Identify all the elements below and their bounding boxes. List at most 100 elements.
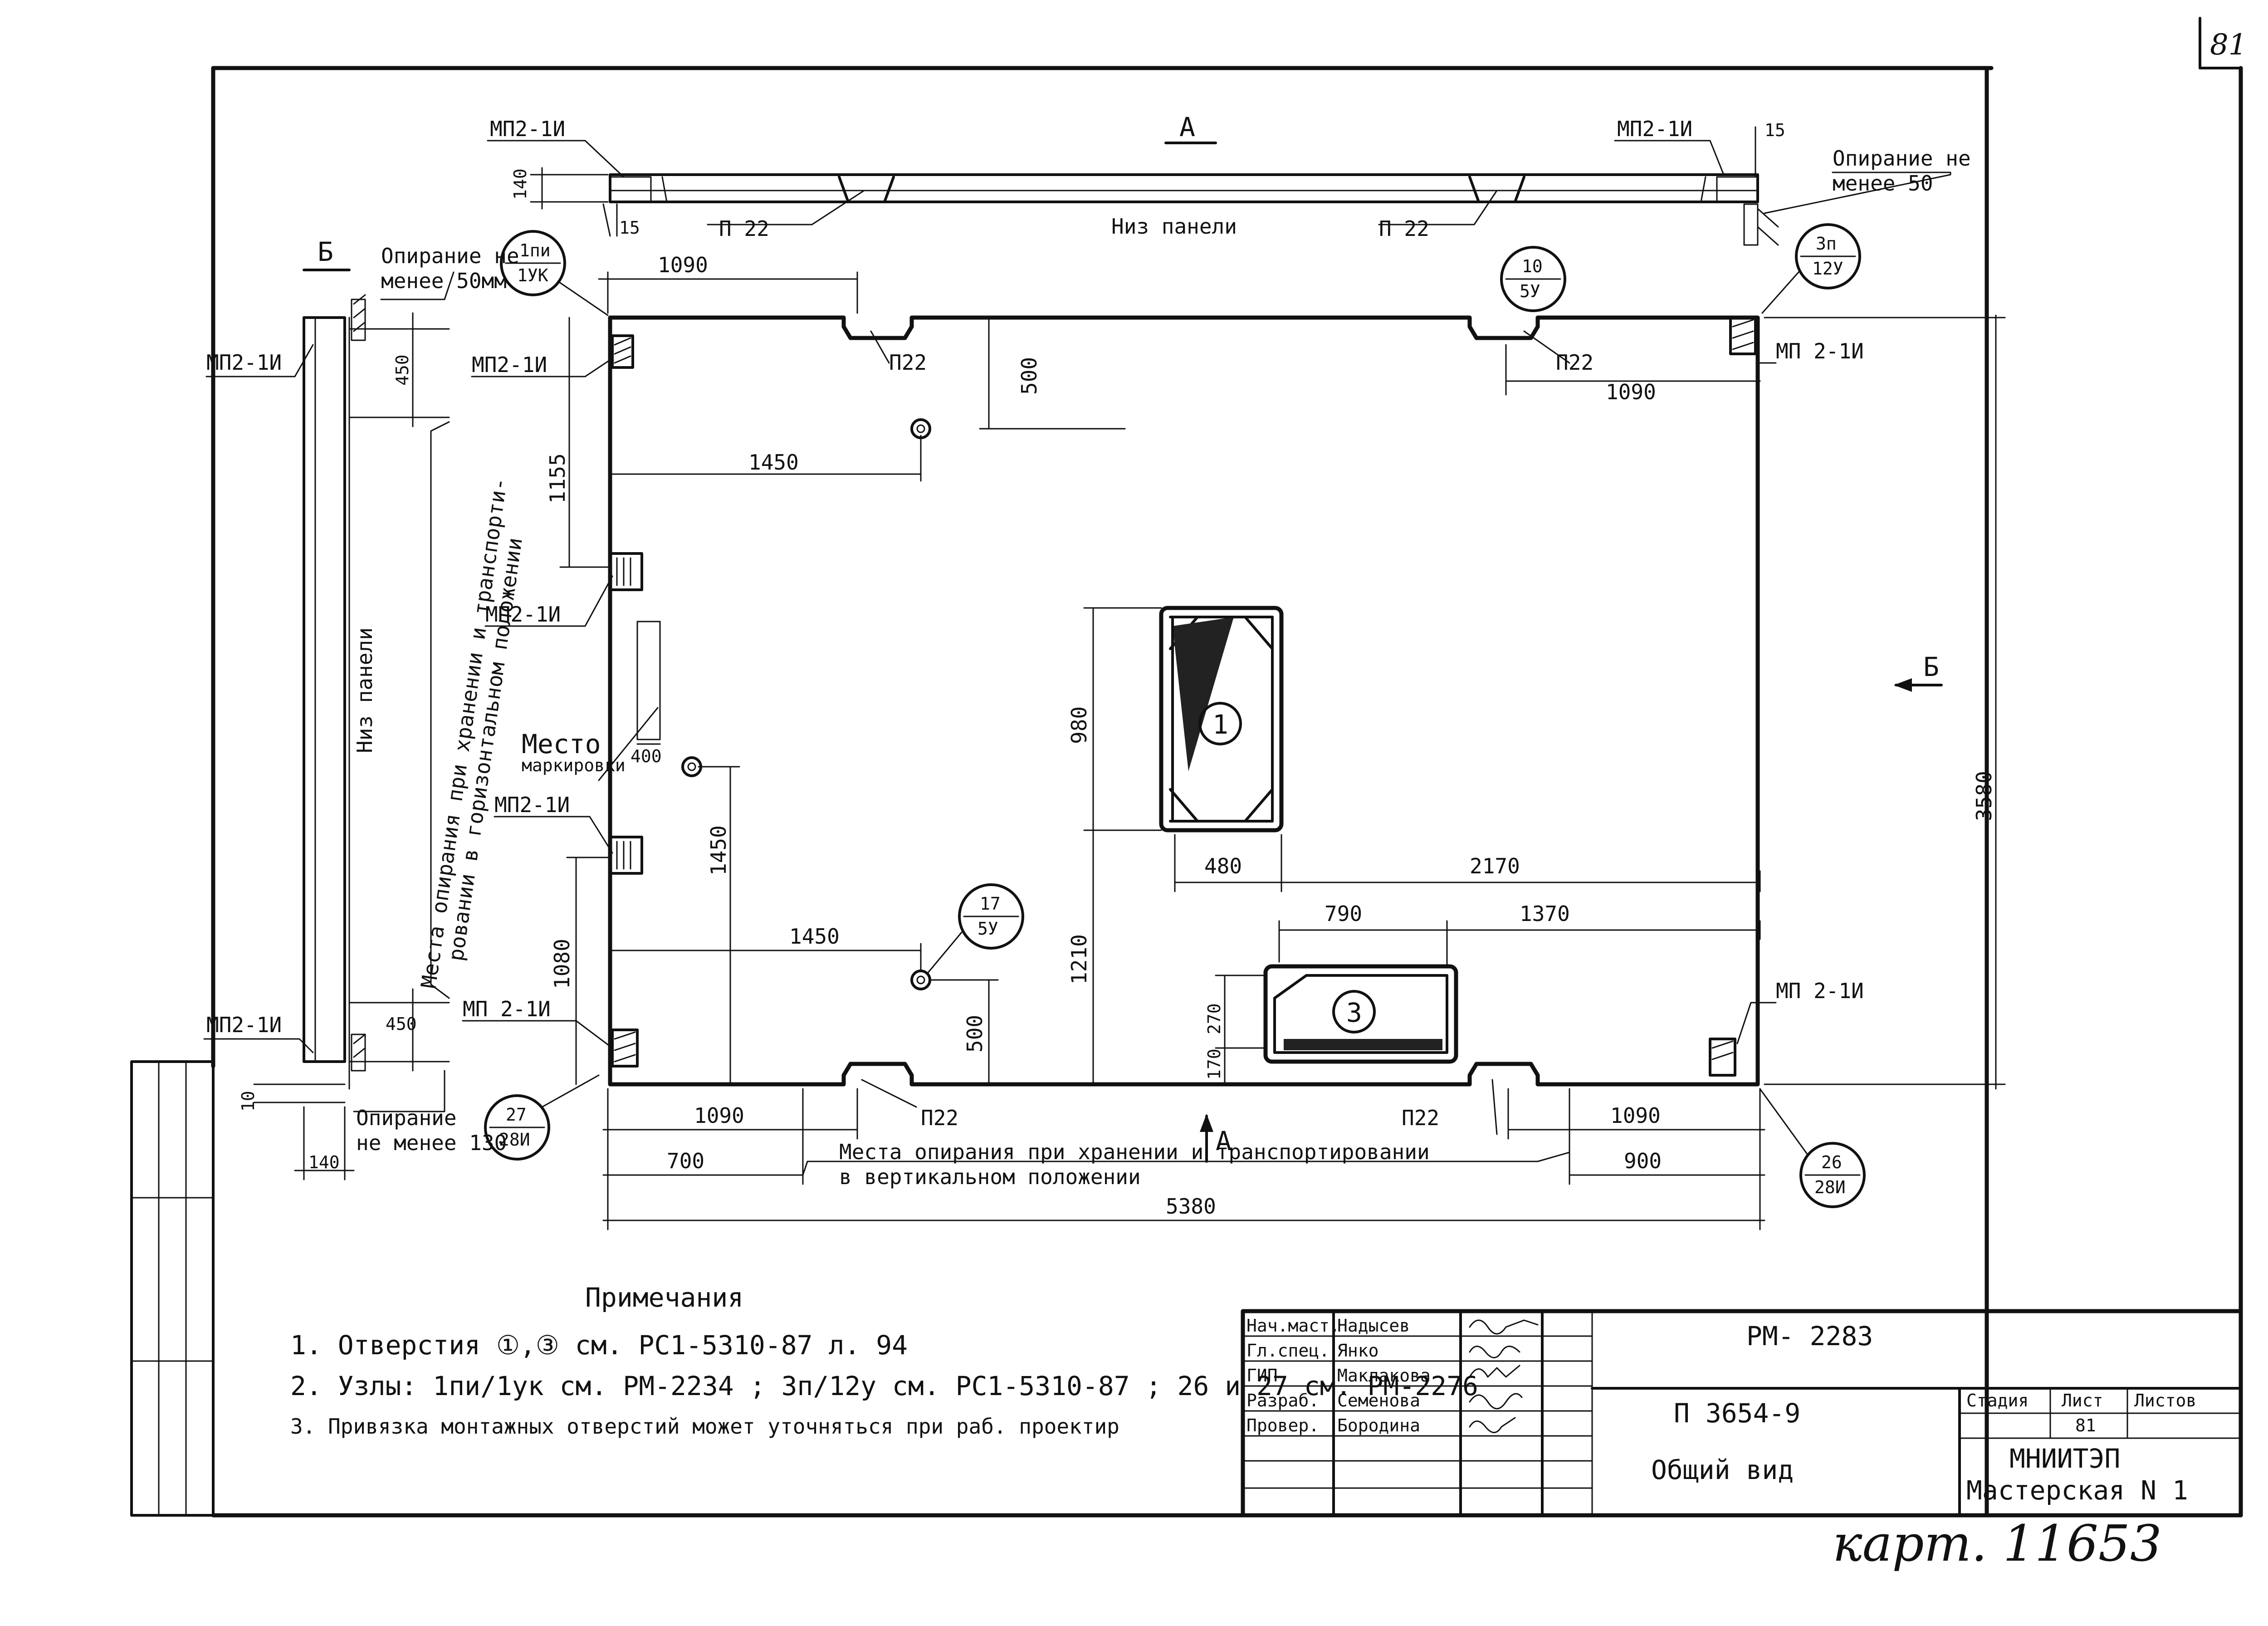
label-mp-left-middle: МП2-1И (485, 602, 561, 627)
label-support-left-bottom-2: не менее 130 (356, 1131, 507, 1155)
card-note: карт. 11653 (1833, 1514, 2162, 1572)
tb-code: РМ- 2283 (1746, 1321, 1873, 1352)
tb-name-0: Надысев (1337, 1316, 1410, 1336)
title-block-grid (1241, 1309, 2243, 1518)
dim-5380: 5380 (1166, 1194, 1216, 1219)
dim-1090-bottom-right: 1090 (1610, 1103, 1661, 1128)
tb-role-3: Разраб. (1246, 1391, 1319, 1411)
dim-15-left: 15 (619, 218, 640, 238)
dim-15-right: 15 (1765, 120, 1785, 140)
tb-role-2: ГИП (1246, 1366, 1278, 1386)
callout-10-bottom: 5У (1520, 281, 1540, 301)
tb-name-4: Бородина (1337, 1415, 1420, 1435)
dim-790: 790 (1325, 901, 1362, 926)
dim-1090-top-left: 1090 (658, 253, 708, 277)
label-mp-top-left: МП2-1И (490, 117, 565, 141)
callout-3p-bottom: 12У (1812, 259, 1843, 279)
section-arrow-b (1894, 678, 1943, 692)
label-support-top-right-1: Опирание не (1833, 146, 1971, 171)
label-p22-plan-top-right: П22 (1556, 350, 1593, 375)
tb-name-2: Маклакова (1337, 1366, 1431, 1386)
sheet-corner-number: 81 (2210, 28, 2247, 62)
callout-1pi: 1пи 1УК (500, 230, 609, 316)
dim-1090-bottom-left: 1090 (694, 1103, 744, 1128)
note-1: 1. Отверстия ①,③ см. РС1-5310-87 л. 94 (290, 1330, 908, 1361)
callout-1pi-bottom: 1УК (517, 265, 548, 285)
opening-1-number: 1 (1212, 709, 1228, 740)
section-a-bottom-label: А (1216, 1126, 1232, 1156)
plan-leaders (462, 330, 1777, 1135)
callout-27-bottom: 28И (499, 1130, 530, 1150)
section-a-top-label: А (1179, 112, 1195, 142)
dim-170: 170 (1204, 1048, 1224, 1080)
top-view: А (487, 112, 1951, 246)
callout-26-bottom: 28И (1814, 1177, 1846, 1197)
tb-panel: П 3654-9 (1674, 1398, 1800, 1429)
label-mp-left-upper: МП2-1И (472, 353, 547, 377)
dimension-lines (559, 271, 2006, 1230)
tb-org-1: МНИИТЭП (2009, 1443, 2120, 1474)
dim-1210: 1210 (1067, 934, 1091, 984)
label-vertical-support-1: Места опирания при хранении и транспорти… (839, 1140, 1430, 1164)
callout-3p-top: 3п (1816, 234, 1837, 254)
label-p22-plan-top-left: П22 (889, 350, 927, 375)
label-support-left-top-1: Опирание не (381, 244, 519, 268)
label-marking-place-2: маркировки (522, 755, 626, 775)
callout-1pi-top: 1пи (519, 240, 551, 260)
tb-view: Общий вид (1651, 1455, 1794, 1485)
label-mp-right-bottom: МП 2-1И (1776, 979, 1864, 1003)
dim-1155: 1155 (545, 453, 570, 504)
dim-140-bottom: 140 (308, 1152, 340, 1172)
label-mp-left-bottom: МП 2-1И (463, 997, 551, 1021)
label-p22-plan-bottom-right: П22 (1402, 1106, 1439, 1130)
opening-3-marker (1332, 990, 1376, 1033)
dim-700: 700 (667, 1149, 704, 1173)
dim-980: 980 (1067, 706, 1091, 744)
dim-140-top: 140 (510, 168, 530, 200)
tb-org-2: Мастерская N 1 (1966, 1475, 2188, 1506)
label-vertical-support-2: в вертикальном положении (839, 1165, 1141, 1189)
dim-1450-bottom: 1450 (789, 924, 840, 949)
callout-3p: 3п 12У (1761, 223, 1861, 314)
tb-role-4: Провер. (1246, 1415, 1319, 1435)
dim-1080: 1080 (550, 939, 574, 989)
label-support-left-bottom-1: Опирание (356, 1106, 457, 1130)
dim-270: 270 (1204, 1003, 1224, 1034)
tb-role-0: Нач.маст. (1246, 1316, 1340, 1336)
dim-450-left-bottom: 450 (386, 1014, 417, 1034)
callout-17-bottom: 5У (978, 919, 998, 939)
tb-sheet-value: 81 (2075, 1415, 2096, 1435)
dim-2170: 2170 (1470, 854, 1520, 878)
section-arrow-a (1200, 1114, 1213, 1163)
label-p22-top-right: П 22 (1379, 216, 1429, 241)
dim-480: 480 (1204, 854, 1242, 878)
callout-26-top: 26 (1821, 1152, 1842, 1172)
callout-17: 17 5У (927, 883, 1024, 974)
callout-17-top: 17 (980, 894, 1001, 914)
label-bottom-of-panel-top: Низ панели (1111, 214, 1237, 239)
panel-plan (608, 315, 1760, 1087)
dim-1370: 1370 (1520, 901, 1570, 926)
dim-500-top: 500 (1017, 357, 1041, 395)
callout-10-top: 10 (1522, 256, 1543, 276)
tb-role-1: Гл.спец. (1246, 1341, 1330, 1361)
label-mp-top-right: МП2-1И (1617, 117, 1692, 141)
label-marking-place-1: Место (522, 729, 601, 759)
label-support-top-right-2: менее 50 (1833, 171, 1933, 196)
opening-3-number: 3 (1346, 997, 1362, 1028)
callout-10: 10 5У (1500, 246, 1566, 312)
dim-3580: 3580 (1972, 771, 1996, 821)
dim-450-left-top: 450 (392, 354, 412, 386)
tb-stage-header: Стадия (1966, 1391, 2028, 1411)
label-mp-section-b-bottom: МП2-1И (206, 1013, 282, 1037)
label-mp-section-b-top: МП2-1И (206, 350, 282, 375)
callout-27-top: 27 (506, 1105, 527, 1125)
label-support-left-top-2: менее 50мм (381, 269, 507, 293)
label-p22-top-left: П 22 (719, 216, 769, 241)
dim-400: 400 (631, 746, 662, 766)
label-p22-plan-bottom-left: П22 (921, 1106, 958, 1130)
callout-27: 27 28И (484, 1074, 600, 1161)
dim-500-bottom: 500 (963, 1015, 987, 1053)
section-b-right-label: Б (1923, 651, 1939, 682)
